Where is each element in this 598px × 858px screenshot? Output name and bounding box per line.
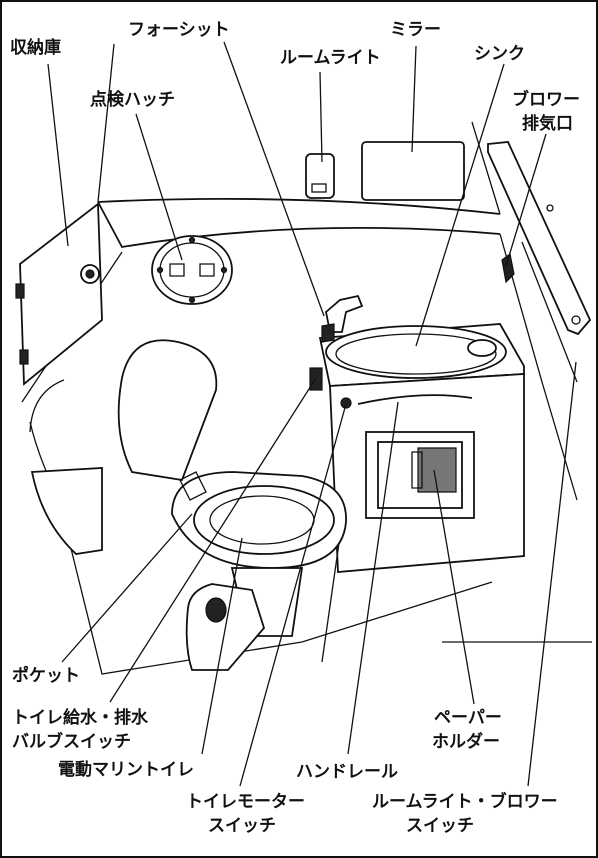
leader-lines — [47, 41, 577, 787]
label-valve-switch-line1: トイレ給水・排水 — [12, 708, 148, 728]
blower-panel — [487, 141, 592, 336]
ceiling-edge — [97, 197, 501, 215]
label-inspection-hatch: 点検ハッチ — [90, 90, 175, 110]
label-paper-holder-line1: ペーパー — [434, 708, 502, 728]
label-toilet-motor-switch-line1: トイレモーター — [186, 792, 305, 812]
label-valve-switch-line2: バルブスイッチ — [12, 732, 131, 752]
vanity-cabinet — [318, 323, 525, 573]
room-light — [305, 153, 335, 199]
label-pocket: ポケット — [12, 666, 80, 686]
label-blower-exhaust-line2: 排気口 — [522, 114, 573, 134]
faucet — [321, 294, 364, 343]
label-faucet: フォーシット — [128, 20, 230, 40]
pocket — [29, 379, 103, 555]
label-marine-toilet: 電動マリントイレ — [58, 760, 194, 780]
storage-door — [15, 202, 103, 386]
label-blower-exhaust-line1: ブロワー — [512, 90, 580, 110]
label-paper-holder-line2: ホルダー — [432, 732, 500, 752]
mirror — [361, 141, 465, 201]
label-sink: シンク — [474, 44, 525, 64]
upper-bulkhead — [97, 201, 501, 248]
label-toilet-motor-switch-line2: スイッチ — [208, 816, 276, 836]
inspection-hatch — [151, 235, 233, 305]
label-room-light: ルームライト — [280, 48, 381, 68]
label-light-blower-switch-line1: ルームライト・ブロワー — [372, 792, 558, 812]
label-mirror: ミラー — [390, 20, 441, 40]
label-light-blower-switch-line2: スイッチ — [406, 816, 474, 836]
label-storage: 収納庫 — [10, 38, 61, 58]
label-handrail: ハンドレール — [296, 762, 398, 782]
